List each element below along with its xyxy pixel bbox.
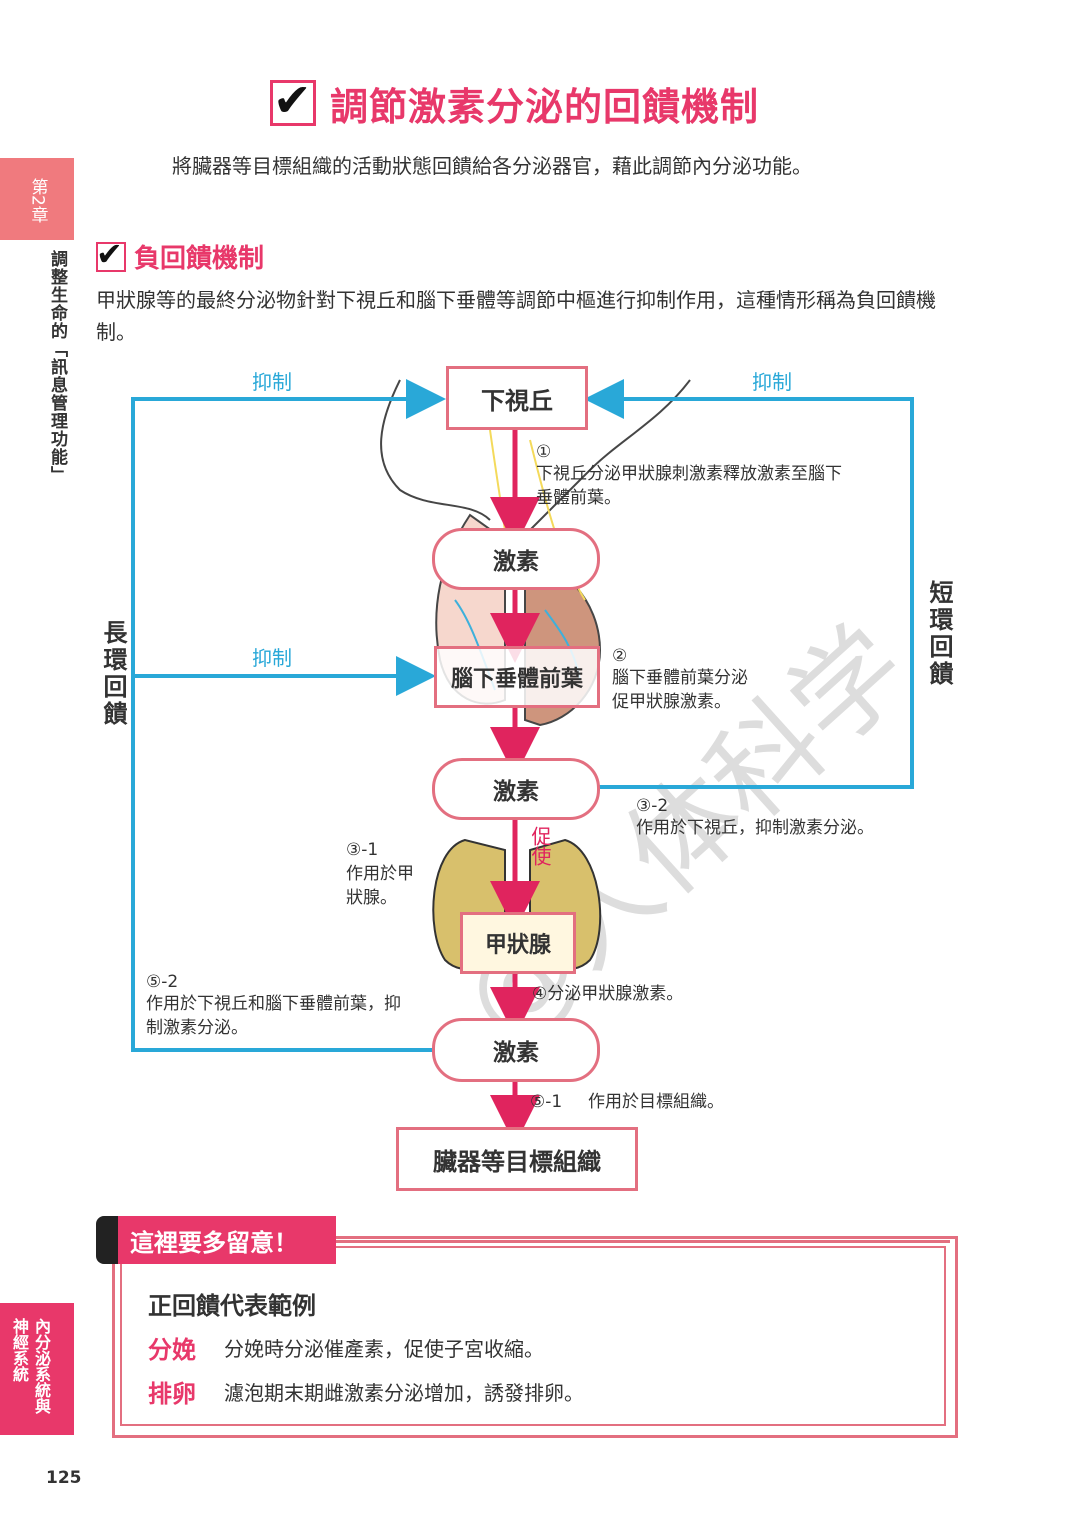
promote-label: 促使 (528, 826, 552, 866)
section-heading-text: 負回饋機制 (134, 244, 265, 274)
checkbox-icon: ✔ (270, 73, 316, 127)
step5-2-number: ⑤-2 (146, 972, 179, 992)
note-row-key: 分娩 (148, 1336, 196, 1364)
step2-number: ② (612, 646, 628, 666)
short-loop-label: 短環回饋 (925, 580, 953, 688)
step3-2-text: 作用於下視丘，抑制激素分泌。 (636, 818, 874, 838)
step2-text: 腦下垂體前葉分泌促甲狀腺激素。 (612, 668, 748, 712)
note-row: 排卵 濾泡期末期雌激素分泌增加，誘發排卵。 (148, 1374, 584, 1409)
note-tab: 這裡要多留意！ (118, 1216, 336, 1264)
checkbox-icon: ✔ (96, 236, 126, 272)
step5-2-text: 作用於下視丘和腦下垂體前葉，抑制激素分泌。 (146, 994, 401, 1038)
section-paragraph: 甲狀腺等的最終分泌物針對下視丘和腦下垂體等調節中樞進行抑制作用，這種情形稱為負回… (96, 288, 936, 344)
page-number: 125 (46, 1468, 82, 1488)
note-box-inner (120, 1246, 946, 1426)
note-title: 正回饋代表範例 (148, 1292, 316, 1320)
chapter-label: 第2章 (27, 177, 48, 223)
hormone-node-3: 激素 (432, 1018, 600, 1082)
step1-number: ① (536, 442, 552, 462)
chapter-tab (0, 158, 74, 240)
step3-1-text: 作用於甲狀腺。 (346, 864, 414, 908)
hormone-node-1: 激素 (432, 528, 600, 590)
hypothalamus-box: 下視丘 (446, 366, 588, 430)
inhibit-label-mid-left: 抑制 (252, 646, 292, 670)
note-divider (336, 1240, 950, 1243)
page-title-text: 調節激素分泌的回饋機制 (330, 84, 760, 129)
section-heading: ✔ 負回饋機制 (96, 236, 265, 275)
target-tissue-box: 臟器等目標組織 (396, 1127, 638, 1191)
step5-1-text: 作用於目標組織。 (588, 1092, 724, 1112)
section-label: 內分泌系統與神經系統 (10, 1318, 51, 1414)
hormone-node-2: 激素 (432, 758, 600, 820)
pituitary-box: 腦下垂體前葉 (434, 646, 600, 708)
note-row-value: 分娩時分泌催產素，促使子宮收縮。 (224, 1337, 544, 1361)
inhibit-label-top-left: 抑制 (252, 370, 292, 394)
note-row-key: 排卵 (148, 1380, 196, 1408)
note-row: 分娩 分娩時分泌催產素，促使子宮收縮。 (148, 1330, 544, 1365)
inhibit-label-top-right: 抑制 (752, 370, 792, 394)
thyroid-box: 甲狀腺 (460, 912, 576, 974)
long-loop-line (131, 379, 446, 1052)
step3-1-number: ③-1 (346, 840, 379, 860)
step3-2-number: ③-2 (636, 796, 669, 816)
step4-text: ④分泌甲狀腺激素。 (532, 984, 684, 1004)
chapter-title: 調整生命的「訊息管理功能」 (47, 250, 67, 484)
long-loop-label: 長環回饋 (99, 620, 127, 728)
intro-text: 將臟器等目標組織的活動狀態回饋給各分泌器官，藉此調節內分泌功能。 (172, 154, 812, 178)
note-row-value: 濾泡期末期雌激素分泌增加，誘發排卵。 (224, 1381, 584, 1405)
short-loop-line (584, 379, 914, 789)
section-tab (0, 1303, 74, 1435)
step1-text: 下視丘分泌甲狀腺刺激素釋放激素至腦下垂體前葉。 (536, 464, 842, 508)
note-box-outer (112, 1236, 958, 1438)
step5-1-number: ⑤-1 (530, 1092, 563, 1112)
page-title: ✔ 調節激素分泌的回饋機制 (270, 73, 760, 129)
